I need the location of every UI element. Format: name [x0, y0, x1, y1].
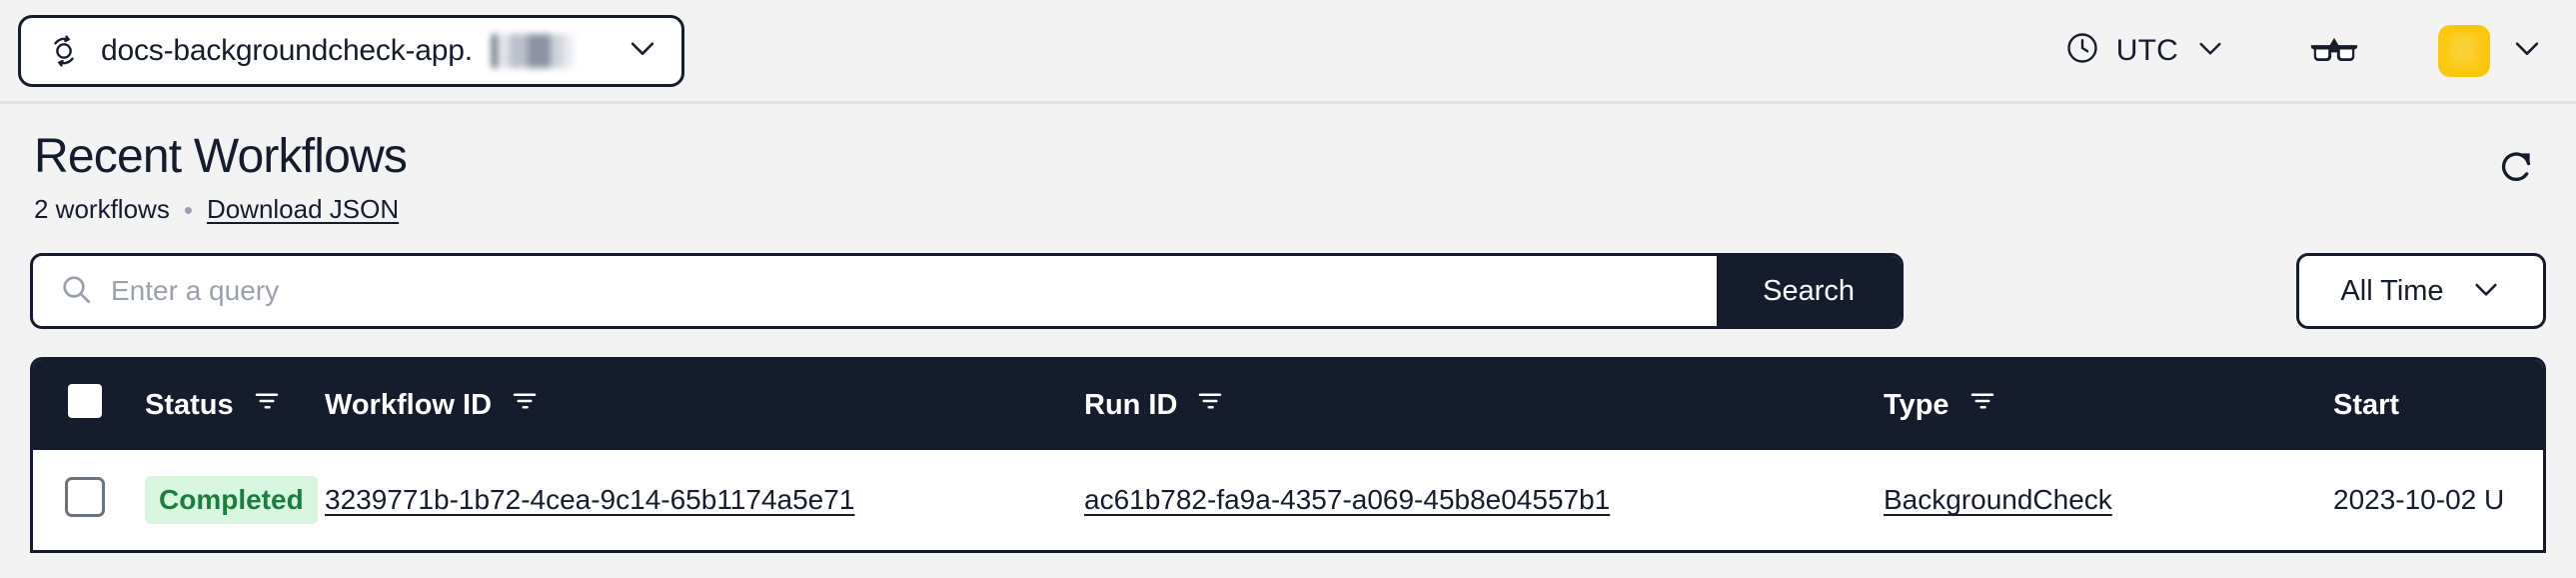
workflow-id-link[interactable]: 3239771b-1b72-4cea-9c14-65b1174a5e71	[325, 484, 855, 516]
clock-icon	[2064, 30, 2100, 71]
table-row[interactable]: Completed 3239771b-1b72-4cea-9c14-65b117…	[33, 450, 2543, 551]
row-run-id-cell: ac61b782-fa9a-4357-a069-45b8e04557b1	[1084, 450, 1884, 550]
time-range-label: All Time	[2340, 274, 2444, 307]
run-id-link[interactable]: ac61b782-fa9a-4357-a069-45b8e04557b1	[1084, 484, 1611, 516]
search-button[interactable]: Search	[1717, 256, 1901, 327]
chevron-down-icon	[626, 31, 659, 70]
page-title: Recent Workflows	[34, 130, 408, 183]
page-subtitle: 2 workflows • Download JSON	[34, 194, 2546, 225]
select-all-checkbox[interactable]	[65, 381, 105, 422]
refresh-button[interactable]	[2490, 140, 2542, 197]
timezone-selector[interactable]: UTC	[2056, 24, 2234, 77]
time-range-filter[interactable]: All Time	[2296, 253, 2546, 330]
status-badge: Completed	[145, 476, 318, 525]
th-status-label: Status	[145, 388, 234, 421]
workflow-count: 2 workflows	[34, 194, 170, 225]
namespace-redacted-suffix	[491, 33, 574, 68]
namespace-label: docs-backgroundcheck-app.	[101, 33, 473, 67]
workflow-type-link[interactable]: BackgroundCheck	[1884, 484, 2112, 516]
row-start-cell: 2023-10-02 U	[2333, 450, 2543, 550]
th-workflow-id-label: Workflow ID	[325, 388, 493, 421]
row-type-cell: BackgroundCheck	[1884, 450, 2333, 550]
workflows-table: Status Workflow ID	[30, 357, 2546, 554]
start-time: 2023-10-02 U	[2333, 484, 2505, 516]
th-select-all	[33, 360, 145, 450]
th-type-label: Type	[1884, 388, 1949, 421]
filter-icon[interactable]	[1967, 386, 1997, 424]
refresh-icon	[2496, 152, 2536, 190]
chevron-down-icon	[2470, 273, 2502, 310]
namespace-selector[interactable]: docs-backgroundcheck-app.	[18, 14, 684, 87]
top-bar-right-controls: UTC	[2056, 19, 2548, 83]
timezone-label: UTC	[2115, 33, 2178, 67]
th-start-label: Start	[2333, 388, 2400, 421]
th-type: Type	[1884, 360, 2333, 450]
download-json-link[interactable]: Download JSON	[206, 194, 400, 225]
chevron-down-icon	[2194, 32, 2226, 69]
th-run-id: Run ID	[1084, 360, 1884, 450]
row-checkbox[interactable]	[65, 476, 105, 517]
th-run-id-label: Run ID	[1084, 388, 1178, 421]
search-input[interactable]	[111, 275, 1696, 308]
filter-icon[interactable]	[510, 386, 540, 424]
row-status-cell: Completed	[145, 450, 325, 550]
glasses-icon	[2308, 31, 2360, 70]
search-field	[33, 256, 1717, 326]
separator-dot: •	[183, 194, 193, 225]
chevron-down-icon	[2510, 31, 2544, 70]
th-status: Status	[145, 360, 325, 450]
avatar	[2438, 24, 2490, 77]
user-menu[interactable]	[2434, 19, 2548, 83]
filter-icon[interactable]	[252, 386, 282, 424]
table-header-row: Status Workflow ID	[33, 360, 2543, 451]
table-bottom-border	[33, 550, 2543, 554]
search-row: Search All Time	[30, 253, 2546, 330]
page-content: Recent Workflows 2 workflows • Download …	[0, 104, 2576, 554]
workflow-circular-arrows-icon	[45, 32, 83, 70]
th-workflow-id: Workflow ID	[325, 360, 1084, 450]
filter-icon[interactable]	[1195, 386, 1225, 424]
top-bar: docs-backgroundcheck-app. UTC	[0, 0, 2576, 104]
glasses-icon-button[interactable]	[2298, 25, 2370, 76]
th-start: Start	[2333, 360, 2543, 450]
row-workflow-id-cell: 3239771b-1b72-4cea-9c14-65b1174a5e71	[325, 450, 1084, 550]
row-select-cell	[33, 450, 145, 550]
page-header: Recent Workflows 2 workflows • Download …	[30, 104, 2546, 225]
search-icon	[59, 272, 93, 311]
search-box: Search	[30, 253, 1904, 330]
